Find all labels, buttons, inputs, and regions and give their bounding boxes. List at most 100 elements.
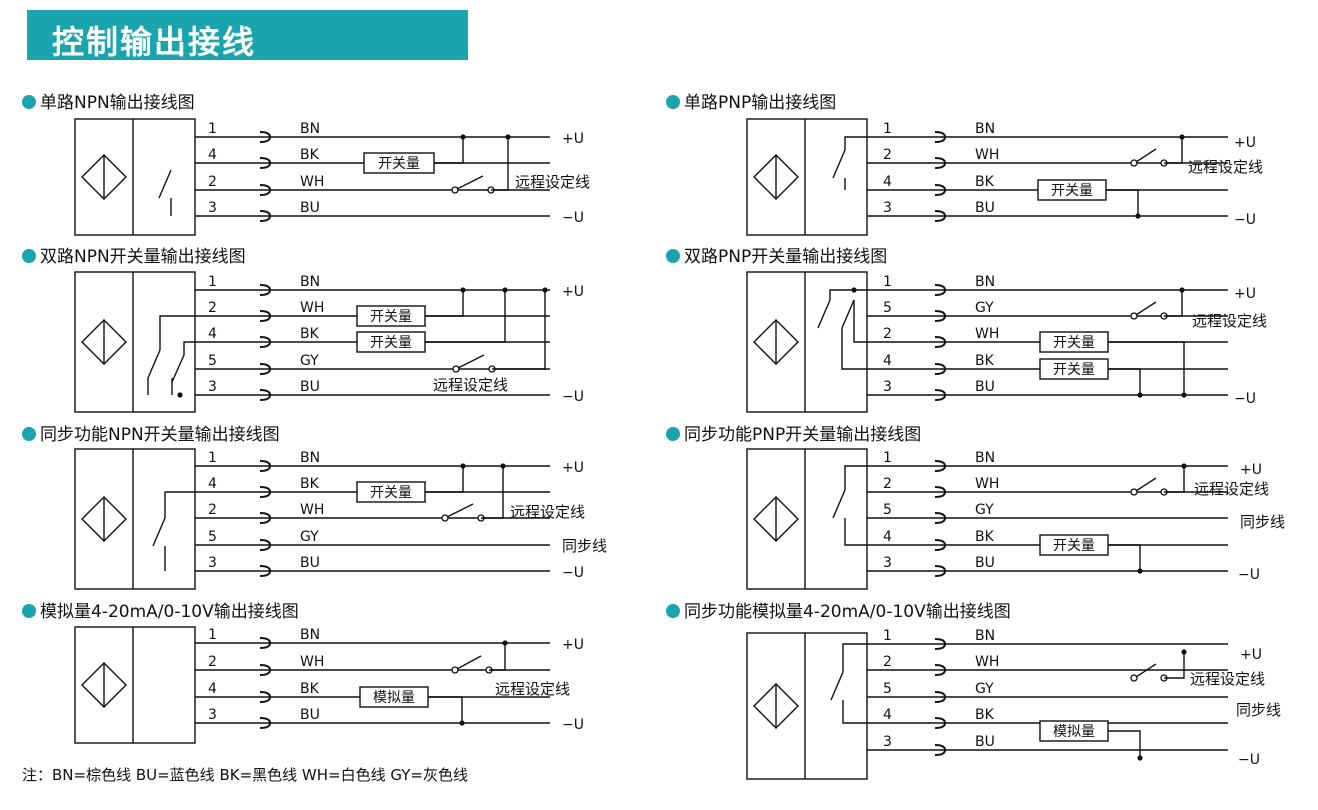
wire-color-code: BK	[975, 707, 995, 723]
bullet-icon	[666, 249, 680, 263]
remote-setting-label: 远程设定线	[515, 173, 590, 191]
junction-dot	[505, 134, 511, 140]
connector-icon	[934, 512, 947, 524]
wire-color-code: BN	[975, 274, 995, 290]
connector-icon	[934, 717, 947, 729]
wire-color-code: WH	[975, 326, 999, 342]
connector-icon	[259, 157, 272, 169]
wire-pin-number: 4	[208, 326, 217, 342]
junction-dot	[460, 134, 466, 140]
switch-output-label: 开关量	[1053, 362, 1095, 378]
remote-switch-lever	[446, 503, 474, 518]
supply-positive-label: +U	[562, 637, 584, 653]
wire-pin-number: 4	[208, 681, 217, 697]
connector-icon	[934, 389, 947, 401]
wire-pin-number: 5	[883, 681, 892, 697]
wire-pin-number: 3	[208, 379, 217, 395]
connector-icon	[259, 363, 272, 375]
connector-icon	[259, 310, 272, 322]
wire-pin-number: 3	[208, 200, 217, 216]
remote-switch-lever	[456, 175, 484, 190]
wire-color-code: BU	[975, 734, 995, 750]
wire	[844, 465, 867, 490]
remote-setting-label: 远程设定线	[510, 503, 585, 521]
internal-switch-lever	[171, 354, 185, 383]
connector-icon	[259, 210, 272, 222]
diagram-title: 双路NPN开关量输出接线图	[40, 247, 246, 267]
wire	[841, 328, 867, 370]
connector-icon	[259, 336, 272, 348]
remote-switch-lever	[456, 655, 482, 670]
internal-switch-lever	[152, 517, 166, 547]
junction-dot	[460, 287, 466, 293]
connector-icon	[934, 363, 947, 375]
wire	[842, 643, 867, 672]
connector-icon	[934, 638, 947, 650]
supply-positive-label: +U	[562, 284, 584, 300]
junction-dot	[500, 463, 506, 469]
wire-pin-number: 1	[883, 274, 892, 290]
internal-switch-lever	[832, 149, 846, 179]
wire-pin-number: 2	[208, 654, 217, 670]
supply-negative-label: −U	[1234, 212, 1256, 228]
wire-color-code: GY	[975, 300, 994, 316]
wire-pin-number: 5	[883, 502, 892, 518]
connector-icon	[259, 539, 272, 551]
supply-negative-label: −U	[1238, 752, 1260, 768]
remote-switch-lever	[1135, 148, 1157, 163]
wire-pin-number: 4	[883, 529, 892, 545]
connector-icon	[934, 336, 947, 348]
wire-color-code: WH	[300, 300, 324, 316]
analog-output-label: 模拟量	[373, 690, 415, 706]
supply-negative-label: −U	[562, 210, 584, 226]
sensor-body	[746, 271, 868, 413]
wire-pin-number: 2	[883, 654, 892, 670]
internal-switch-lever	[830, 671, 844, 701]
bullet-icon	[22, 95, 36, 109]
wire-color-code: BU	[300, 707, 320, 723]
wire	[853, 300, 867, 343]
sensor-body	[74, 118, 196, 236]
supply-negative-label: −U	[562, 565, 584, 581]
analog-output-label: 模拟量	[1053, 724, 1095, 740]
wire-color-code: BN	[300, 450, 320, 466]
wire	[844, 136, 867, 150]
wire-color-code: BU	[300, 555, 320, 571]
connector-icon	[934, 310, 947, 322]
wire-pin-number: 1	[883, 628, 892, 644]
junction-dot	[1179, 134, 1185, 140]
connector-icon	[259, 637, 272, 649]
connector-icon	[934, 284, 947, 296]
wire	[1164, 466, 1185, 493]
wire	[159, 315, 195, 350]
switch-contact	[1130, 312, 1138, 320]
supply-positive-label: +U	[1240, 647, 1262, 663]
wire	[1108, 368, 1141, 395]
wire-color-code: WH	[975, 476, 999, 492]
wire	[492, 290, 546, 370]
sensor-body	[74, 448, 196, 590]
wire	[489, 643, 506, 671]
wire	[1164, 652, 1185, 679]
wire-pin-number: 4	[883, 353, 892, 369]
wire-color-code: BN	[300, 274, 320, 290]
wire-pin-number: 2	[208, 174, 217, 190]
wire-pin-number: 2	[883, 326, 892, 342]
remote-switch-lever	[1135, 301, 1157, 316]
connector-icon	[934, 691, 947, 703]
remote-switch-lever	[1135, 477, 1157, 492]
connector-icon	[259, 565, 272, 577]
wire-pin-number: 1	[208, 274, 217, 290]
wire-color-code: WH	[975, 147, 999, 163]
supply-negative-label: −U	[562, 717, 584, 733]
wire	[428, 696, 463, 723]
wire-color-code: BK	[975, 529, 995, 545]
wire	[1106, 189, 1139, 216]
wire-pin-number: 2	[883, 476, 892, 492]
diagram-title: 双路PNP开关量输出接线图	[684, 247, 887, 267]
wire	[1164, 290, 1183, 317]
wire-color-code: BU	[975, 555, 995, 571]
sensor-body	[74, 626, 196, 744]
diagram-title: 模拟量4-20mA/0-10V输出接线图	[40, 602, 299, 622]
supply-positive-label: +U	[1240, 462, 1262, 478]
